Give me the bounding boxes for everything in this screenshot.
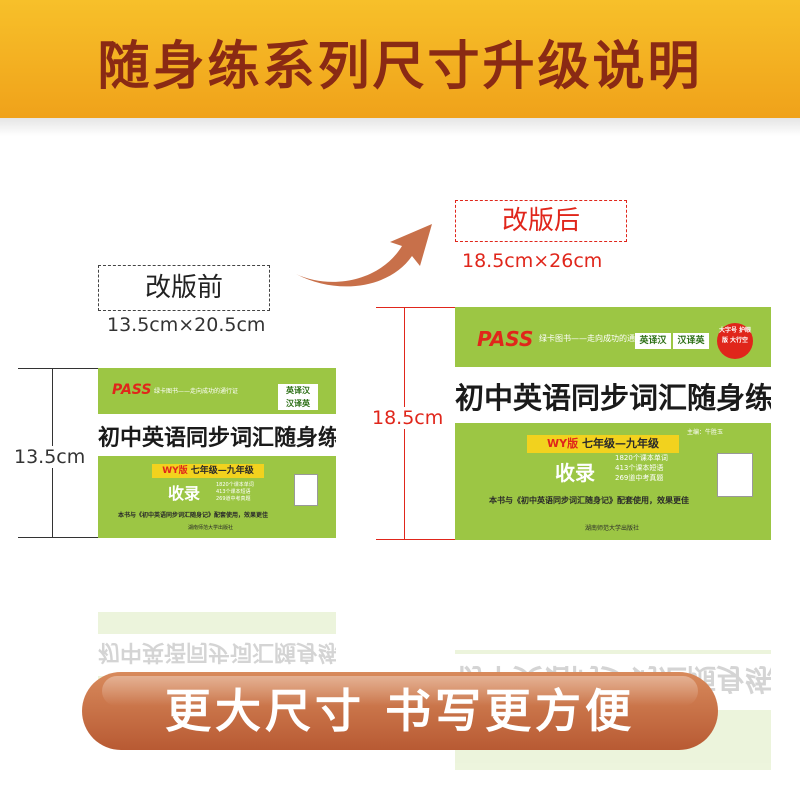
before-height-label: 13.5cm (14, 446, 86, 468)
book-title: 初中英语同步词汇随身练 (455, 381, 771, 415)
before-label: 改版前 (98, 265, 270, 311)
footer-slogan: 更大尺寸 书写更方便 (164, 684, 635, 738)
book-cover-old: PASS 绿卡图书——走向成功的通行证 英译汉汉译英 初中英语同步词汇随身练 W… (98, 368, 336, 538)
publisher: 湖南师范大学出版社 (188, 525, 234, 531)
page-title: 随身练系列尺寸升级说明 (97, 37, 703, 97)
editor: 主编：牛胜玉 (687, 429, 724, 436)
shoulu-label: 收录 (168, 484, 201, 503)
mini-book-image (294, 474, 318, 506)
badge-zh-en: 汉译英 (673, 333, 709, 349)
brand-logo: PASS (477, 327, 534, 351)
before-dimensions: 13.5cm×20.5cm (107, 314, 266, 336)
after-dimensions: 18.5cm×26cm (462, 250, 603, 272)
usage-note: 本书与《初中英语同步词汇随身记》配套使用，效果更佳 (118, 512, 269, 519)
usage-note: 本书与《初中英语同步词汇随身记》配套使用，效果更佳 (489, 496, 689, 505)
book-slogan: 绿卡图书——走向成功的通行证 (539, 334, 651, 343)
badge-en-zh: 英译汉 (635, 333, 671, 349)
title-band (455, 367, 771, 423)
header-banner: 随身练系列尺寸升级说明 (0, 0, 800, 118)
book-title: 初中英语同步词汇随身练 (98, 425, 336, 451)
book-cover-new: PASS 绿卡图书——走向成功的通行证 英译汉 汉译英 大字号 护眼版 大行空 … (455, 307, 771, 540)
grade-ribbon: WY版 七年级—九年级 (527, 435, 679, 453)
book-slogan: 绿卡图书——走向成功的通行证 (154, 388, 239, 395)
footer-pill: 更大尺寸 书写更方便 (82, 672, 718, 750)
badge-translation: 英译汉汉译英 (278, 384, 318, 410)
mini-book-image (717, 453, 753, 497)
after-label: 改版后 (455, 200, 627, 242)
pill-shine (102, 676, 698, 706)
header-shadow (0, 118, 800, 136)
after-height-label: 18.5cm (372, 407, 444, 429)
grade-ribbon: WY版 七年级—九年级 (152, 464, 264, 478)
brand-logo: PASS (112, 382, 152, 398)
title-band (98, 414, 336, 456)
shoulu-label: 收录 (555, 461, 595, 485)
curved-arrow-icon (296, 224, 432, 287)
large-print-seal: 大字号 护眼版 大行空 (717, 323, 753, 359)
publisher: 湖南师范大学出版社 (585, 525, 640, 532)
